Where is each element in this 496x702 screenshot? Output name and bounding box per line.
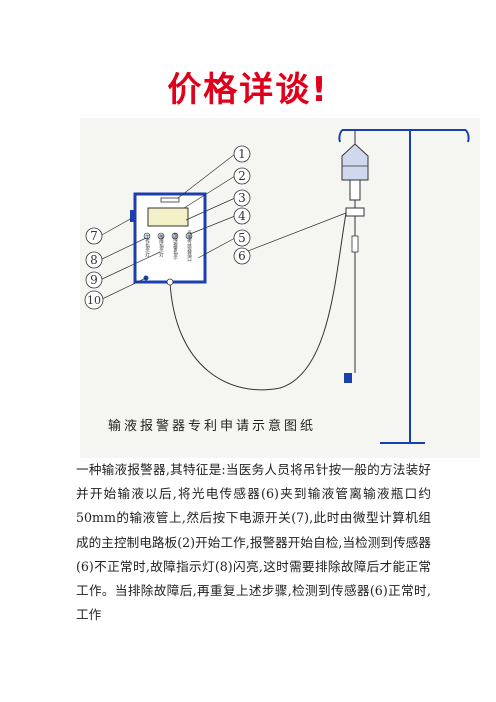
sensor-cable xyxy=(169,212,347,391)
iv-tube xyxy=(344,200,365,383)
tube-clamp xyxy=(344,373,352,383)
panel-label-3: 故障报警指示 xyxy=(173,231,178,260)
panel-label-1: 工作指示灯 xyxy=(145,235,150,259)
body-text: 一种输液报警器,其特征是:当医务人员将吊针按一般的方法装好并开始输液以后,将光电… xyxy=(76,462,431,623)
power-switch xyxy=(130,210,136,222)
optical-sensor xyxy=(345,207,365,217)
panel-label-2: 故障指示灯 xyxy=(159,234,164,259)
diagram-background xyxy=(80,118,480,458)
callout-1: 1 xyxy=(238,147,246,161)
callout-7: 7 xyxy=(90,229,98,243)
alarm-device: 工作指示灯 故障指示灯 故障报警指示 光电传感器插口 xyxy=(130,192,207,286)
callout-9: 9 xyxy=(90,273,98,287)
display-screen xyxy=(147,207,189,227)
panel-label-4: 光电传感器插口 xyxy=(187,229,192,263)
callouts: 1 2 3 4 5 6 7 8 9 10 xyxy=(84,145,251,310)
callout-2: 2 xyxy=(238,169,246,183)
leader-lines xyxy=(99,153,347,301)
headline: 价格详谈! xyxy=(167,70,329,110)
callout-6: 6 xyxy=(238,249,246,263)
figure-caption: 输液报警器专利申请示意图纸 xyxy=(108,418,316,434)
iv-stand xyxy=(338,129,470,444)
patent-diagram: 工作指示灯 故障指示灯 故障报警指示 光电传感器插口 1 2 3 4 5 6 7 xyxy=(80,118,480,458)
callout-3: 3 xyxy=(238,191,246,205)
callout-10: 10 xyxy=(87,294,101,307)
callout-4: 4 xyxy=(238,209,246,223)
callout-8: 8 xyxy=(90,253,98,267)
diagram-svg: 工作指示灯 故障指示灯 故障报警指示 光电传感器插口 1 2 3 4 5 6 7 xyxy=(80,118,480,458)
body-paragraph: 一种输液报警器,其特征是:当医务人员将吊针按一般的方法装好并开始输液以后,将光电… xyxy=(76,458,431,627)
callout-5: 5 xyxy=(238,231,246,245)
